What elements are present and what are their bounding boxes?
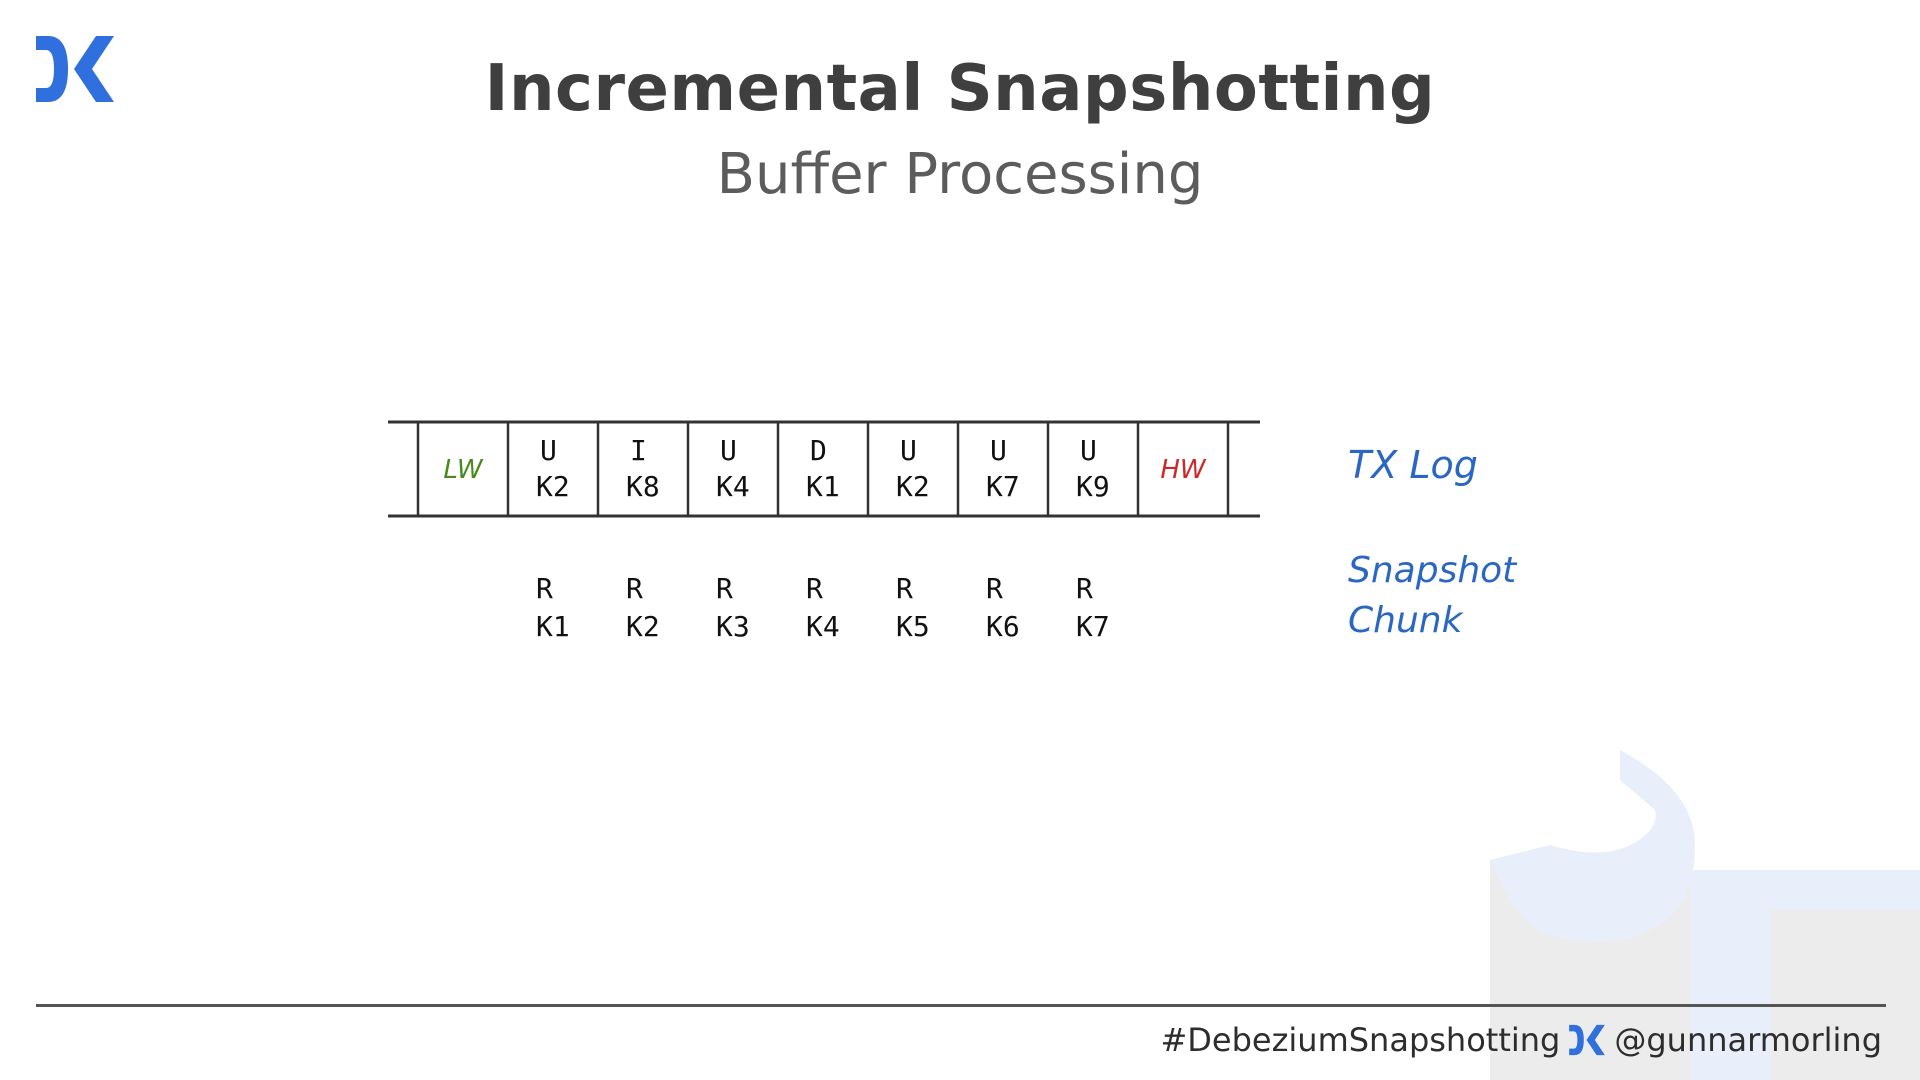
tx-log-cell-key: K9: [1076, 470, 1110, 503]
snapshot-item-op: R: [1076, 572, 1093, 605]
snapshot-item: R K4: [806, 572, 840, 643]
snapshot-item-key: K4: [806, 610, 840, 643]
tx-log-cell: UK4: [716, 422, 780, 516]
snapshot-item-op: R: [716, 572, 733, 605]
tx-log-cell: UK9: [1076, 422, 1140, 516]
tx-log-cell: DK1: [806, 422, 870, 516]
snapshot-item: R K5: [896, 572, 930, 643]
footer-handle: @gunnarmorling: [1614, 1021, 1882, 1059]
snapshot-item-op: R: [536, 572, 553, 605]
tx-log-cell-op: D: [810, 434, 827, 467]
snapshot-item-op: R: [896, 572, 913, 605]
snapshot-item-op: R: [986, 572, 1003, 605]
snapshot-item: R K1: [536, 572, 570, 643]
tx-log-cell: HW: [1160, 422, 1230, 516]
footer-divider: [36, 1004, 1886, 1007]
tx-log-cell: UK7: [986, 422, 1050, 516]
debezium-logo-icon: [36, 36, 114, 102]
page-subtitle: Buffer Processing: [716, 142, 1204, 207]
tx-log-cell-op: U: [540, 434, 557, 467]
tx-log-label: TX Log: [1348, 443, 1478, 487]
tx-log-cell-key: K7: [986, 470, 1020, 503]
snapshot-chunk-items: R K1 R K2 R K3 R K4 R K5 R K6 R K7: [536, 572, 1110, 643]
debezium-logo-small-icon: [1569, 1024, 1606, 1056]
snapshot-item-op: R: [806, 572, 823, 605]
snapshot-item: R K6: [986, 572, 1020, 643]
tx-log-cell-op: I: [630, 434, 647, 467]
footer: #DebeziumSnapshotting @gunnarmorling: [1160, 1018, 1882, 1062]
tx-log-cell-op: U: [1080, 434, 1097, 467]
snapshot-item-key: K2: [626, 610, 660, 643]
snapshot-item: R K7: [1076, 572, 1110, 643]
snapshot-item-key: K5: [896, 610, 930, 643]
tx-log-cell: IK8: [626, 422, 690, 516]
tx-log-cell: UK2: [896, 422, 960, 516]
tx-log-cell-key: K8: [626, 470, 660, 503]
snapshot-item-key: K1: [536, 610, 570, 643]
tx-log-watermark: HW: [1160, 455, 1207, 485]
snapshot-item-key: K6: [986, 610, 1020, 643]
snapshot-chunk-label-line2: Chunk: [1348, 600, 1465, 641]
snapshot-chunk-label-line1: Snapshot: [1348, 550, 1518, 591]
tx-log-cell-op: U: [900, 434, 917, 467]
tx-log-cell-op: U: [720, 434, 737, 467]
snapshot-item-key: K3: [716, 610, 750, 643]
snapshot-item-op: R: [626, 572, 643, 605]
tx-log-cell-op: U: [990, 434, 1007, 467]
tx-log-cell-key: K2: [536, 470, 570, 503]
snapshot-item: R K3: [716, 572, 750, 643]
tx-log-cell-key: K2: [896, 470, 930, 503]
page-title: Incremental Snapshotting: [484, 52, 1436, 126]
snapshot-item-key: K7: [1076, 610, 1110, 643]
footer-hashtag: #DebeziumSnapshotting: [1160, 1021, 1561, 1059]
snapshot-item: R K2: [626, 572, 660, 643]
tx-log-cell-key: K1: [806, 470, 840, 503]
tx-log-cell: UK2: [536, 422, 600, 516]
tx-log-watermark: LW: [443, 455, 483, 485]
tx-log-cell: LW: [443, 422, 510, 516]
decorative-logo-shape: [1490, 750, 1920, 1080]
tx-log-cell-key: K4: [716, 470, 750, 503]
